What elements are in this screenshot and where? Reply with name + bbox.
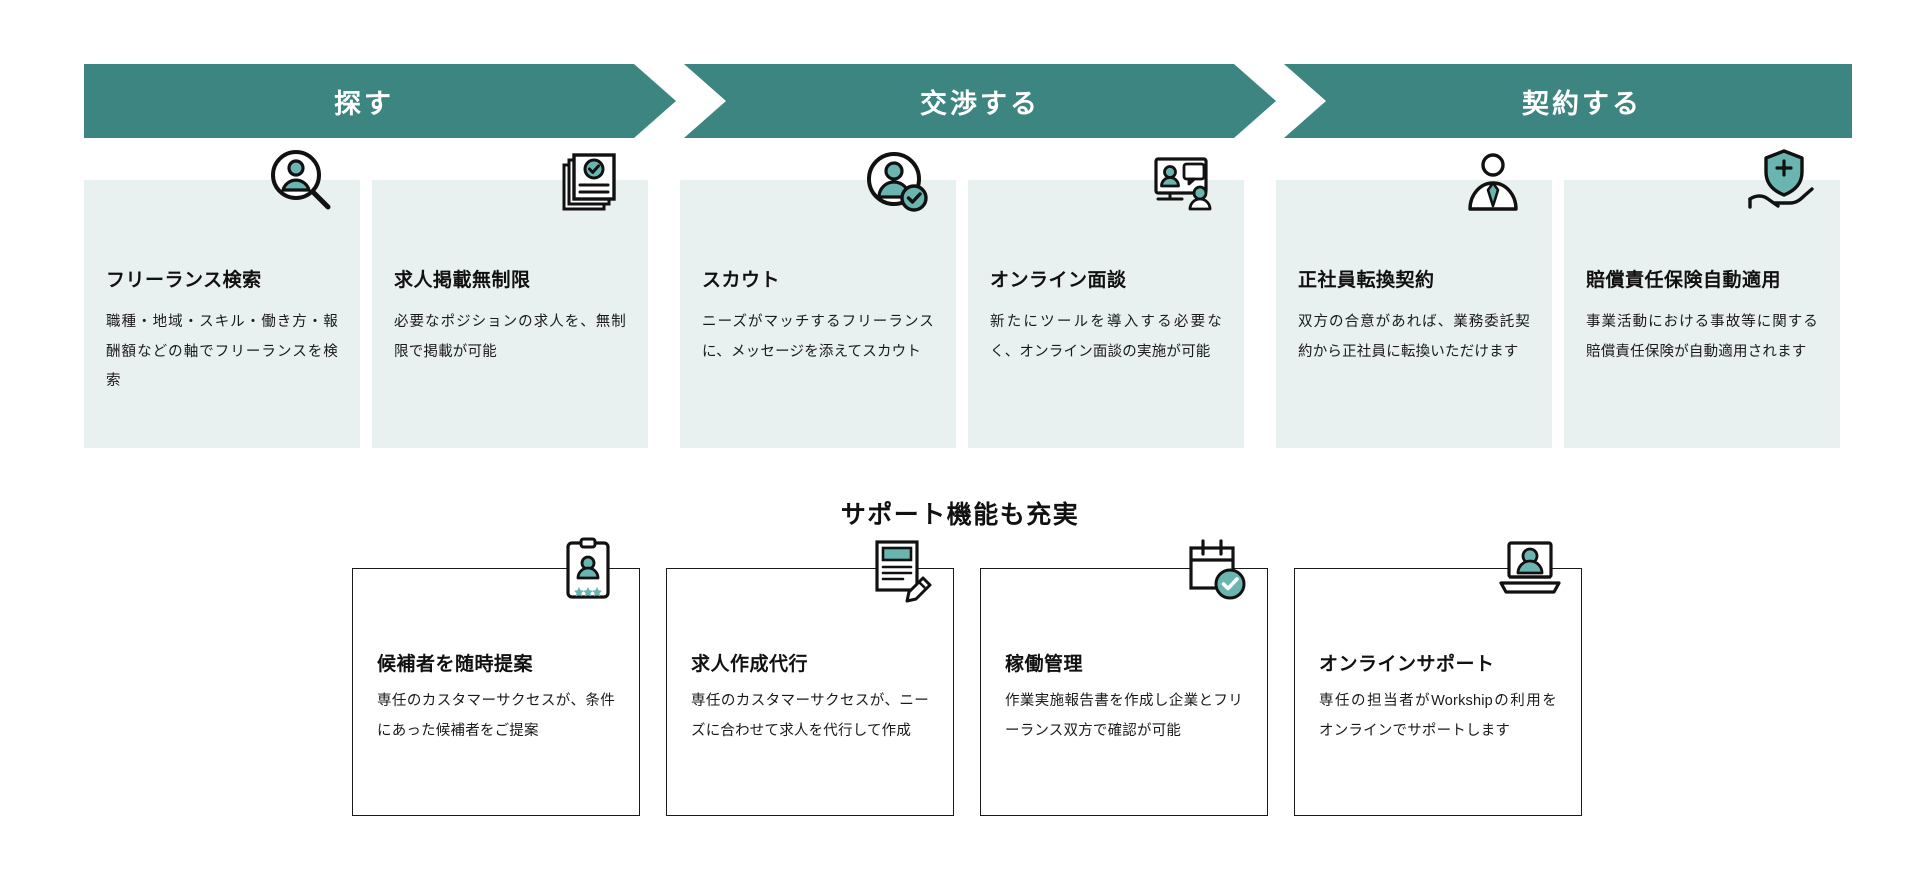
feature-card: 正社員転換契約 双方の合意があれば、業務委託契約から正社員に転換いただけます <box>1276 153 1552 448</box>
card-gap <box>640 568 666 818</box>
phase-label: 契約する <box>1522 88 1642 119</box>
business-person-icon <box>1456 145 1530 219</box>
feature-card: 賠償責任保険自動適用 事業活動における事故等に関する賠償責任保険が自動適用されま… <box>1564 149 1840 448</box>
feature-title: 正社員転換契約 <box>1298 270 1435 291</box>
support-title: 求人作成代行 <box>691 654 809 675</box>
card-gap <box>954 568 980 818</box>
support-card: オンラインサポート 専任の担当者がWorkshipの利用をオンラインでサポートし… <box>1294 541 1582 816</box>
phase-step-search: 探す <box>84 64 676 138</box>
person-check-icon <box>860 145 934 219</box>
phase-gap <box>1244 180 1276 450</box>
feature-card: オンライン面談 新たにツールを導入する必要なく、オンライン面談の実施が可能 <box>968 157 1244 448</box>
feature-description: 双方の合意があれば、業務委託契約から正社員に転換いただけます <box>1298 314 1530 360</box>
support-description: 専任のカスタマーサクセスが、ニーズに合わせて求人を代行して作成 <box>691 693 929 739</box>
person-search-icon <box>264 145 338 219</box>
feature-title: スカウト <box>702 270 781 291</box>
document-pencil-icon <box>869 537 935 603</box>
feature-card: スカウト ニーズがマッチするフリーランスに、メッセージを添えてスカウト <box>680 152 956 448</box>
feature-card-row: フリーランス検索 職種・地域・スキル・働き方・報酬額などの軸でフリーランスを検索… <box>84 149 1860 450</box>
phase-label: 探す <box>334 88 394 119</box>
card-gap <box>360 180 372 450</box>
feature-title: 賠償責任保険自動適用 <box>1586 270 1782 291</box>
support-card: 候補者を随時提案 専任のカスタマーサクセスが、条件にあった候補者をご提案 <box>352 537 640 816</box>
support-description: 専任の担当者がWorkshipの利用をオンラインでサポートします <box>1319 693 1557 739</box>
phase-step-contract: 契約する <box>1284 64 1852 138</box>
feature-description: ニーズがマッチするフリーランスに、メッセージを添えてスカウト <box>702 314 934 360</box>
feature-title: フリーランス検索 <box>106 270 262 291</box>
documents-check-icon <box>552 145 626 219</box>
support-description: 作業実施報告書を作成し企業とフリーランス双方で確認が可能 <box>1005 693 1243 739</box>
feature-description: 職種・地域・スキル・働き方・報酬額などの軸でフリーランスを検索 <box>106 314 338 390</box>
calendar-check-icon <box>1183 537 1249 603</box>
feature-card: 求人掲載無制限 必要なポジションの求人を、無制限で掲載が可能 <box>372 153 648 448</box>
feature-description: 事業活動における事故等に関する賠償責任保険が自動適用されます <box>1586 314 1818 360</box>
insurance-shield-hand-icon <box>1744 145 1818 219</box>
feature-title: オンライン面談 <box>990 270 1127 291</box>
support-title: 候補者を随時提案 <box>377 654 534 675</box>
phase-step-negotiate: 交渉する <box>684 64 1276 138</box>
support-title: オンラインサポート <box>1319 654 1495 675</box>
feature-card: フリーランス検索 職種・地域・スキル・働き方・報酬額などの軸でフリーランスを検索 <box>84 150 360 448</box>
laptop-support-icon <box>1497 537 1563 603</box>
feature-description: 新たにツールを導入する必要なく、オンライン面談の実施が可能 <box>990 314 1222 360</box>
id-card-rating-icon <box>555 537 621 603</box>
card-gap <box>956 180 968 450</box>
support-card: 求人作成代行 専任のカスタマーサクセスが、ニーズに合わせて求人を代行して作成 <box>666 540 954 816</box>
feature-description: 必要なポジションの求人を、無制限で掲載が可能 <box>394 314 626 360</box>
video-interview-icon <box>1148 145 1222 219</box>
phase-gap <box>648 180 680 450</box>
support-title: 稼働管理 <box>1005 654 1084 675</box>
feature-title: 求人掲載無制限 <box>394 270 531 291</box>
support-card-row: 候補者を随時提案 専任のカスタマーサクセスが、条件にあった候補者をご提案 求人作… <box>352 537 1582 818</box>
card-gap <box>1268 568 1294 818</box>
support-card: 稼働管理 作業実施報告書を作成し企業とフリーランス双方で確認が可能 <box>980 539 1268 816</box>
support-section-heading: サポート機能も充実 <box>840 501 1080 529</box>
support-description: 専任のカスタマーサクセスが、条件にあった候補者をご提案 <box>377 693 615 739</box>
phase-banner: 探す 交渉する 契約する <box>84 64 1860 138</box>
phase-label: 交渉する <box>920 88 1040 119</box>
card-gap <box>1552 180 1564 450</box>
